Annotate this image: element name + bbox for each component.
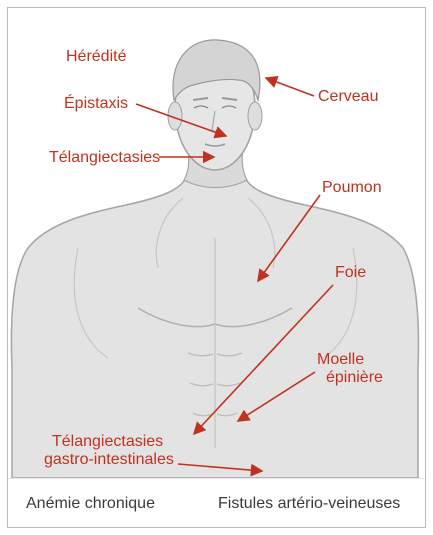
label-poumon: Poumon	[322, 179, 382, 197]
label-epistaxis: Épistaxis	[64, 95, 128, 113]
label-cerveau: Cerveau	[318, 88, 378, 106]
diagram-frame: Hérédité Épistaxis Télangiectasies Cerve…	[7, 7, 426, 528]
footer-divider	[8, 478, 425, 479]
arrow-cerveau	[266, 78, 314, 96]
label-heredite: Hérédité	[66, 48, 126, 66]
label-moelle-line2: épinière	[326, 369, 383, 387]
right-ear	[248, 102, 262, 130]
label-moelle-line1: Moelle	[317, 351, 364, 369]
footer-left-caption: Anémie chronique	[26, 495, 155, 513]
label-foie: Foie	[335, 264, 366, 282]
label-tgi-line2: gastro-intestinales	[44, 451, 174, 469]
label-tgi-line1: Télangiectasies	[52, 433, 163, 451]
label-telangiectasies: Télangiectasies	[49, 149, 160, 167]
footer-right-caption: Fistules artério-veineuses	[218, 495, 400, 513]
